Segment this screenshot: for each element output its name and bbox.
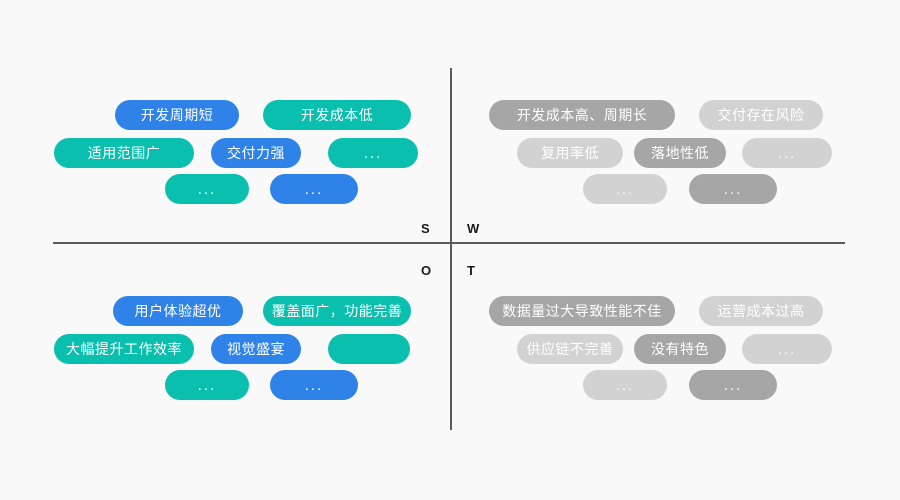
pill-strength-7[interactable]: ... — [270, 174, 358, 204]
quadrant-label-opportunities: O — [421, 263, 432, 278]
pill-strength-6[interactable]: ... — [165, 174, 249, 204]
pill-weakness-6[interactable]: ... — [583, 174, 667, 204]
pill-strength-1[interactable]: 开发周期短 — [115, 100, 239, 130]
pill-threat-4[interactable]: 没有特色 — [634, 334, 726, 364]
pill-weakness-7[interactable]: ... — [689, 174, 777, 204]
pill-weakness-5[interactable]: ... — [742, 138, 832, 168]
pill-opportunity-5[interactable] — [328, 334, 410, 364]
pill-threat-6[interactable]: ... — [583, 370, 667, 400]
pill-opportunity-3[interactable]: 大幅提升工作效率 — [54, 334, 194, 364]
pill-strength-3[interactable]: 适用范围广 — [54, 138, 194, 168]
pill-opportunity-1[interactable]: 用户体验超优 — [113, 296, 243, 326]
pill-threat-1[interactable]: 数据量过大导致性能不佳 — [489, 296, 675, 326]
pill-opportunity-7[interactable]: ... — [270, 370, 358, 400]
pill-opportunity-4[interactable]: 视觉盛宴 — [211, 334, 301, 364]
pill-threat-3[interactable]: 供应链不完善 — [517, 334, 623, 364]
quadrant-label-weaknesses: W — [467, 221, 480, 236]
pill-threat-7[interactable]: ... — [689, 370, 777, 400]
pill-threat-2[interactable]: 运营成本过高 — [699, 296, 823, 326]
pill-threat-5[interactable]: ... — [742, 334, 832, 364]
axis-horizontal-divider — [53, 242, 845, 244]
axis-vertical-divider — [450, 68, 452, 430]
pill-weakness-4[interactable]: 落地性低 — [634, 138, 726, 168]
pill-opportunity-2[interactable]: 覆盖面广，功能完善 — [263, 296, 411, 326]
pill-strength-5[interactable]: ... — [328, 138, 418, 168]
pill-weakness-2[interactable]: 交付存在风险 — [699, 100, 823, 130]
pill-strength-2[interactable]: 开发成本低 — [263, 100, 411, 130]
quadrant-label-strengths: S — [421, 221, 430, 236]
quadrant-label-threats: T — [467, 263, 475, 278]
pill-weakness-3[interactable]: 复用率低 — [517, 138, 623, 168]
pill-strength-4[interactable]: 交付力强 — [211, 138, 301, 168]
pill-weakness-1[interactable]: 开发成本高、周期长 — [489, 100, 675, 130]
pill-opportunity-6[interactable]: ... — [165, 370, 249, 400]
